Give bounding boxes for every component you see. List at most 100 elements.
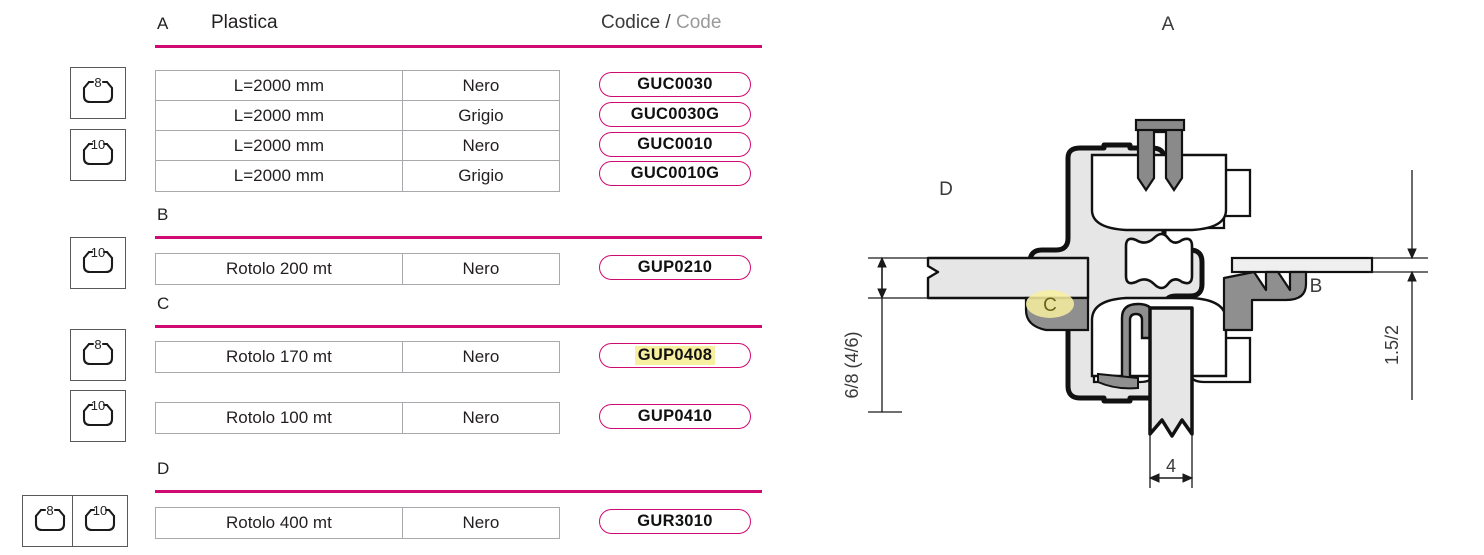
dimension-label-right: 1.5/2: [1382, 325, 1402, 365]
code-header-it: Codice: [601, 12, 661, 33]
cell-size: Rotolo 170 mt: [156, 342, 403, 372]
callout-c-highlight: [1026, 290, 1074, 318]
cell-size: L=2000 mm: [156, 131, 403, 160]
code-text: GUP0408: [634, 346, 716, 365]
code-badge-guc0010[interactable]: GUC0010: [599, 132, 751, 157]
code-badge-gup0410[interactable]: GUP0410: [599, 404, 751, 429]
profile-icon-box-10-b: 10: [70, 237, 126, 289]
channel-size-label: 10: [93, 503, 107, 518]
dimension-bottom: [1148, 430, 1194, 488]
cell-color: Grigio: [458, 105, 504, 125]
code-column-header: Codice / Code: [601, 12, 721, 34]
profile-core: [1124, 232, 1194, 290]
section-letter-c: C: [157, 294, 170, 313]
dimension-label-left: 6/8 (4/6): [842, 331, 862, 398]
product-table-c-2: Rotolo 100 mt Nero: [155, 402, 560, 434]
cell-size: Rotolo 400 mt: [156, 508, 403, 538]
callout-label-b: B: [1310, 276, 1323, 297]
code-text: GUC0030G: [630, 105, 720, 124]
code-text: GUC0010: [637, 135, 713, 154]
channel-size-label: 8: [94, 75, 101, 90]
code-badge-gup0210[interactable]: GUP0210: [599, 255, 751, 280]
cell-color: Nero: [462, 408, 500, 427]
cell-color: Nero: [462, 347, 500, 366]
channel-size-label: 8: [94, 337, 101, 352]
product-table-a: L=2000 mm Nero L=2000 mm Grigio L=2000 m…: [155, 70, 560, 192]
profile-icon-box-8-d: 8: [22, 495, 78, 547]
section-letter-d: D: [157, 459, 170, 478]
section-rule-c: [155, 325, 762, 328]
section-rule-b: [155, 236, 762, 239]
table-row[interactable]: Rotolo 400 mt Nero: [156, 508, 559, 538]
dimension-left: [868, 256, 930, 413]
gasket-b: [1222, 270, 1308, 332]
channel-10-icon: 10: [82, 398, 114, 427]
gasket-a: [1134, 118, 1186, 192]
channel-size-label: 10: [91, 137, 105, 152]
cell-color: Nero: [462, 259, 500, 278]
catalog-column: A Plastica Codice / Code 8 10 L=2000: [22, 12, 762, 547]
cell-size: L=2000 mm: [156, 161, 403, 191]
panel-d: [926, 256, 1090, 300]
product-table-d: Rotolo 400 mt Nero: [155, 507, 560, 539]
channel-8-icon: 8: [34, 503, 66, 532]
channel-8-icon: 8: [82, 75, 114, 104]
product-table-c-1: Rotolo 170 mt Nero: [155, 341, 560, 373]
channel-10-icon: 10: [82, 245, 114, 274]
callout-label-c: C: [1043, 295, 1057, 316]
callout-label-d: D: [939, 179, 953, 200]
section-rule-d: [155, 490, 762, 493]
profile-icon-box-8-c: 8: [70, 329, 126, 381]
table-row[interactable]: L=2000 mm Grigio: [156, 161, 559, 191]
table-row[interactable]: L=2000 mm Nero: [156, 131, 559, 161]
profile-icon-box-10-d: 10: [72, 495, 128, 547]
product-table-b: Rotolo 200 mt Nero: [155, 253, 560, 285]
cell-size: Rotolo 100 mt: [156, 403, 403, 433]
profile-icon-box-10-c: 10: [70, 390, 126, 442]
section-name-a: Plastica: [211, 12, 278, 33]
channel-10-icon: 10: [84, 503, 116, 532]
section-letter-a: A: [157, 14, 169, 33]
cell-color: Nero: [462, 75, 500, 95]
callout-label-a: A: [1162, 14, 1175, 35]
channel-size-label: 8: [46, 503, 53, 518]
code-header-separator: /: [660, 12, 676, 33]
cell-color: Nero: [462, 513, 500, 532]
channel-size-label: 10: [91, 245, 105, 260]
dimension-label-bottom: 4: [1166, 456, 1176, 476]
section-rule-a: [155, 45, 762, 48]
table-row[interactable]: Rotolo 200 mt Nero: [156, 254, 559, 284]
code-badge-guc0030[interactable]: GUC0030: [599, 72, 751, 97]
glazing-bead-c: [1148, 306, 1194, 438]
code-text: GUC0030: [637, 75, 713, 94]
cell-size: L=2000 mm: [156, 71, 403, 100]
section-letter-b: B: [157, 205, 169, 224]
profile-icon-box-8-a: 8: [70, 67, 126, 119]
table-row[interactable]: L=2000 mm Nero: [156, 71, 559, 101]
table-row[interactable]: L=2000 mm Grigio: [156, 101, 559, 131]
cell-size: L=2000 mm: [156, 101, 403, 130]
gasket-c: [1097, 302, 1156, 390]
cell-color: Grigio: [458, 166, 504, 185]
profile-cross-section-drawing: A B C D 6/8 (4/6): [820, 0, 1484, 555]
dimension-right: [1368, 170, 1428, 400]
profile-icon-box-10-a: 10: [70, 129, 126, 181]
code-text: GUP0410: [637, 407, 713, 426]
code-text: GUC0010G: [630, 164, 720, 183]
panel-b: [1230, 256, 1374, 274]
code-badge-gup0408[interactable]: GUP0408: [599, 343, 751, 368]
code-badge-guc0030g[interactable]: GUC0030G: [599, 102, 751, 127]
channel-10-icon: 10: [82, 137, 114, 166]
table-row[interactable]: Rotolo 100 mt Nero: [156, 403, 559, 433]
code-text: GUP0210: [637, 258, 713, 277]
channel-size-label: 10: [91, 398, 105, 413]
table-row[interactable]: Rotolo 170 mt Nero: [156, 342, 559, 372]
cell-color: Nero: [462, 135, 500, 155]
cell-size: Rotolo 200 mt: [156, 254, 403, 284]
code-header-en: Code: [676, 12, 722, 33]
channel-8-icon: 8: [82, 337, 114, 366]
code-badge-gur3010[interactable]: GUR3010: [599, 509, 751, 534]
code-badge-guc0010g[interactable]: GUC0010G: [599, 161, 751, 186]
profile-upper-cavity: [1090, 153, 1228, 232]
